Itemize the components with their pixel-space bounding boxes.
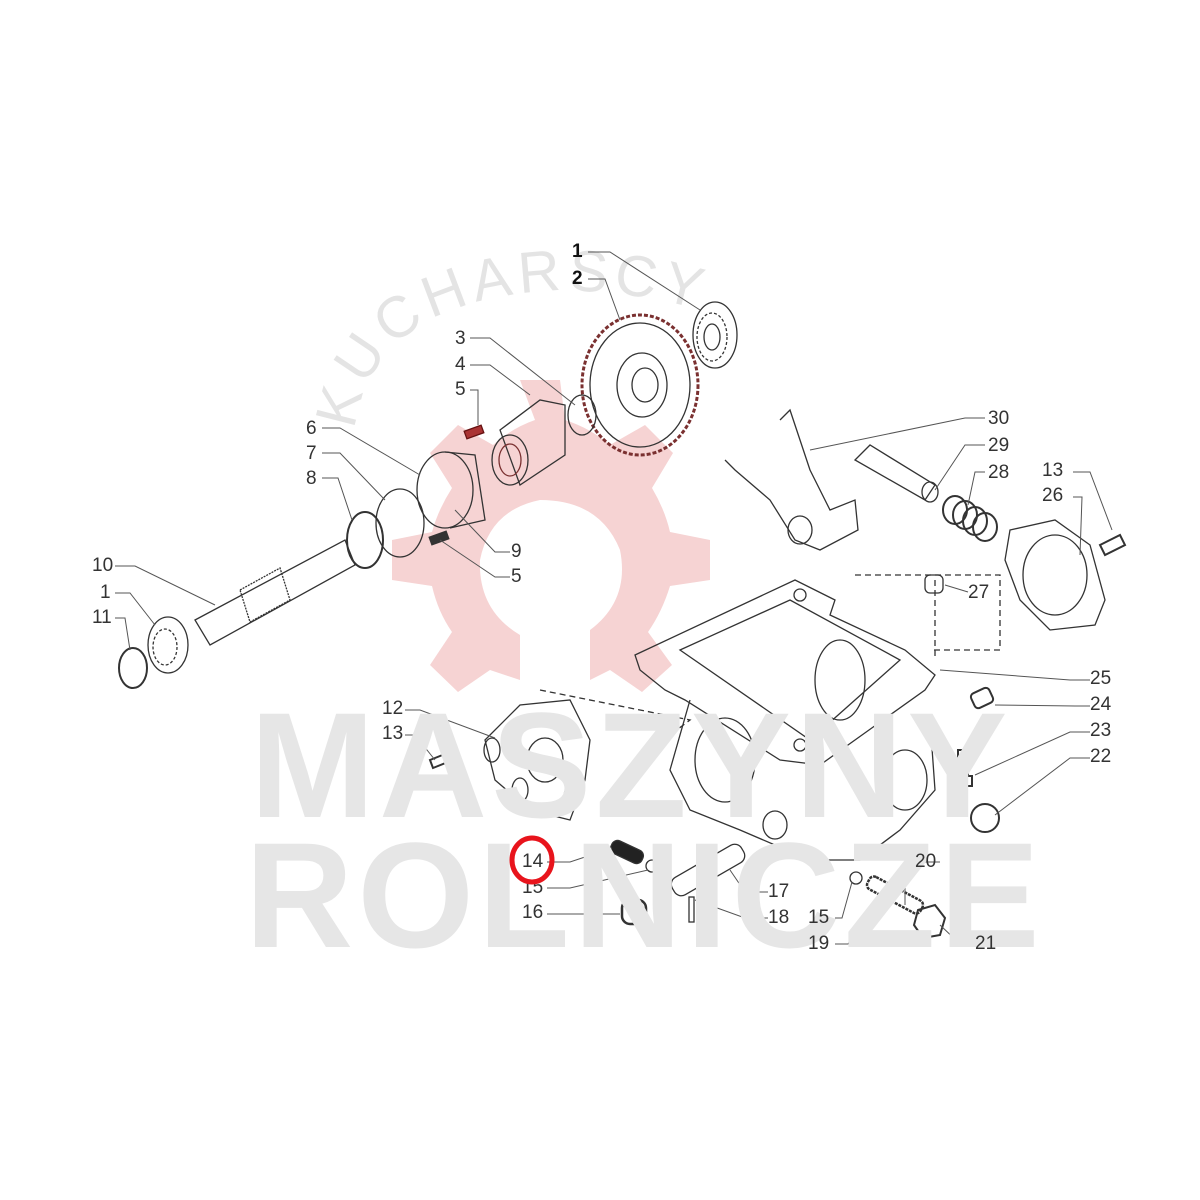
watermark-maszyny: MASZYNY — [250, 681, 1012, 849]
part-label-1-left: 1 — [100, 582, 111, 603]
leader-lines — [115, 251, 1113, 945]
ring-part-3 — [567, 394, 597, 436]
plug-part-24 — [969, 686, 995, 710]
part-label-26: 26 — [1042, 485, 1064, 506]
part-label-14: 14 — [522, 851, 544, 872]
part-label-13-left: 13 — [382, 723, 404, 744]
part-label-13-right: 13 — [1042, 460, 1064, 481]
part-label-3: 3 — [455, 328, 466, 349]
bearing-part-1 — [692, 301, 738, 369]
part-label-10: 10 — [92, 555, 114, 576]
part-label-1: 1 — [572, 241, 583, 262]
ball-part-15-left — [645, 859, 659, 873]
spring-part-14 — [609, 839, 645, 865]
part-label-24: 24 — [1090, 694, 1112, 715]
bolt-part-23 — [953, 749, 973, 787]
watermark-rolnicze: ROLNICZE — [245, 811, 1044, 979]
part-label-20: 20 — [915, 851, 937, 872]
part-label-5-lower: 5 — [511, 566, 522, 587]
circlip-part-8 — [346, 511, 384, 569]
part-label-8: 8 — [306, 468, 317, 489]
pin-part-18 — [688, 896, 695, 923]
part-label-12: 12 — [382, 698, 404, 719]
part-label-29: 29 — [988, 435, 1010, 456]
seal-part-22 — [970, 803, 1000, 833]
shift-fork-part-30 — [724, 408, 859, 551]
seal-part-11 — [118, 647, 148, 689]
bolt-part-13-left — [428, 748, 460, 770]
pin-part-5-top — [463, 424, 485, 440]
pin-part-5-bottom — [428, 530, 450, 546]
coupling-part-9 — [416, 451, 486, 529]
watermark-kucharscy: KUCHARSCY — [303, 237, 716, 433]
bush-part-27 — [924, 574, 944, 594]
gear-part-2 — [580, 313, 700, 457]
part-label-4: 4 — [455, 354, 466, 375]
shaft-part-29 — [853, 444, 939, 503]
ring-part-7 — [375, 488, 425, 558]
part-label-30: 30 — [988, 408, 1010, 429]
watermark-arc-text — [355, 290, 840, 430]
spring-part-28 — [942, 495, 998, 542]
gearbox-housing-part-25 — [634, 579, 936, 861]
detent-part-17 — [670, 843, 746, 897]
part-label-11: 11 — [92, 607, 112, 628]
part-label-21: 21 — [975, 933, 997, 954]
part-label-28: 28 — [988, 462, 1010, 483]
cover-plate-part-12 — [483, 699, 591, 821]
cover-part-26 — [1004, 519, 1106, 631]
watermark-gear-logo — [392, 380, 710, 692]
part-label-25: 25 — [1090, 668, 1112, 689]
shaft-part-10 — [194, 539, 356, 646]
part-label-18: 18 — [768, 907, 790, 928]
bearing-part-1-left — [147, 616, 189, 674]
part-label-5: 5 — [455, 379, 466, 400]
part-label-16: 16 — [522, 902, 544, 923]
hub-part-4 — [491, 399, 566, 486]
part-label-2: 2 — [572, 268, 583, 289]
part-label-6: 6 — [306, 418, 317, 439]
part-label-9: 9 — [511, 541, 522, 562]
part-label-22: 22 — [1090, 746, 1112, 767]
nut-part-21 — [912, 903, 947, 940]
part-label-15-left: 15 — [522, 877, 544, 898]
part-label-23: 23 — [1090, 720, 1112, 741]
part-label-27: 27 — [968, 582, 990, 603]
part-label-17: 17 — [768, 881, 790, 902]
part-label-15-right: 15 — [808, 907, 830, 928]
part-label-7: 7 — [306, 443, 317, 464]
part-label-19: 19 — [808, 933, 830, 954]
bolt-part-13-right — [1098, 533, 1127, 557]
spring-part-20 — [865, 875, 925, 915]
plug-part-16 — [620, 898, 648, 926]
dashed-axis-lines — [539, 574, 1001, 751]
ball-part-15-right — [849, 871, 863, 885]
